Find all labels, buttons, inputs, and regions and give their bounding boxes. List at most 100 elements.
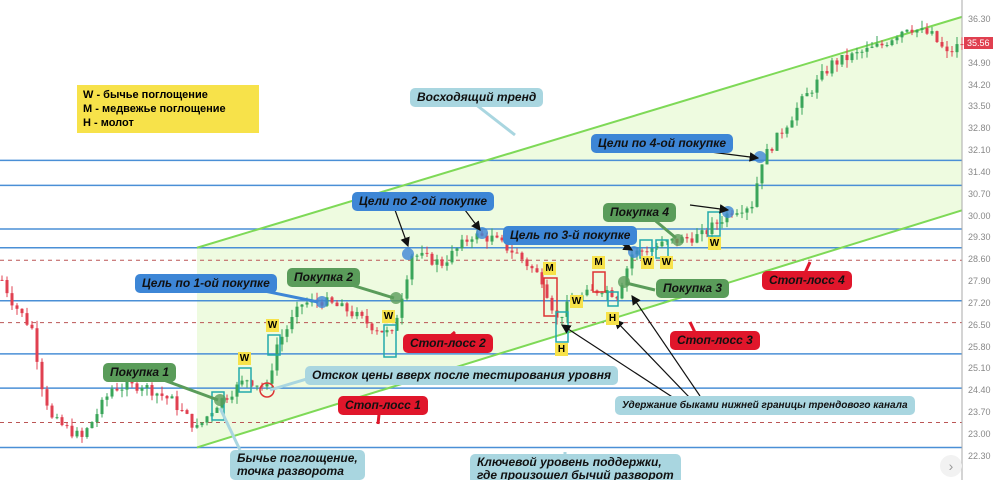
hold-label: Удержание быками нижней границы трендово… [615,396,915,415]
candle-body [520,252,524,260]
candle-body [275,344,279,371]
candle-body [305,302,309,305]
candle-body [685,236,689,239]
candle-body [915,29,919,33]
candle-body [135,383,139,391]
candle-body [720,222,724,224]
candle-body [505,240,509,251]
buy4-label: Покупка 4 [603,203,677,222]
candle-body [935,31,939,43]
legend-item: W - бычье поглощение [83,89,208,101]
reversal-label: Бычье поглощение,точка разворота [230,450,365,480]
candle-body [95,414,99,422]
candle-body [615,296,619,299]
candle-body [790,120,794,128]
candle-body [490,235,494,242]
candle-body [120,389,124,391]
y-tick-label: 23.70 [968,407,991,418]
candle-body [585,289,589,296]
candle-body [145,385,149,389]
candle-body [745,208,749,213]
marker-w: W [382,310,395,323]
candle-body [35,328,39,362]
candle-body [225,398,229,400]
candle-body [655,246,659,249]
y-tick-label: 31.40 [968,166,991,177]
candle-body [150,385,154,396]
candle-body [550,297,554,311]
target2-label: Цели по 2-ой покупке [352,192,495,211]
stop4-label: Стоп-лосс 4 [762,271,852,290]
candle-body [660,241,664,247]
arrow [394,209,410,248]
candle-body [645,251,649,253]
candle-body [620,285,624,299]
candle-body [330,297,334,303]
candle-body [640,250,644,252]
y-tick-label: 34.90 [968,57,991,68]
stop1-label: Стоп-лосс 1 [338,396,428,415]
stop2-label: Стоп-лосс 2 [403,334,493,353]
candle-body [525,259,529,267]
candle-body [800,96,804,108]
candle-body [845,55,849,61]
candle-body [170,396,174,399]
candle-body [700,230,704,235]
legend-item: M - медвежье поглощение [83,103,226,115]
candle-body [515,252,519,254]
buy1-label: Покупка 1 [103,363,177,382]
candle-body [565,301,569,317]
signal-circle [476,227,488,239]
candle-body [110,388,114,397]
callout-line [625,281,656,292]
candle-body [215,407,219,413]
candle-body [75,430,79,437]
candle-body [105,396,109,400]
candle-body [45,389,49,406]
y-tick-label: 28.60 [968,254,991,265]
buy3-label: Покупка 3 [656,279,730,298]
candle-body [60,417,64,426]
candle-body [775,132,779,151]
pattern-box [543,277,558,317]
callout-line [269,376,311,392]
candle-body [30,324,34,329]
candle-body [780,132,784,134]
support-line2: где произошел бычий разворот [477,468,674,480]
candle-body [235,384,239,397]
y-tick-label: 32.80 [968,123,991,134]
y-tick-label: 27.20 [968,297,991,308]
candle-body [125,381,129,390]
candle-body [55,417,59,419]
candle-body [265,383,269,387]
candle-body [865,47,869,52]
candle-body [365,315,369,324]
scroll-right-button[interactable]: › [940,455,962,477]
candle-body [485,235,489,242]
candle-body [460,239,464,249]
candle-body [175,396,179,411]
marker-w: W [238,352,251,365]
pattern-box [383,324,397,358]
signal-circle [722,206,734,218]
candle-body [695,234,699,243]
candle-body [500,237,504,241]
candle-body [855,52,859,54]
pattern-box [607,291,619,307]
candle-body [690,238,694,243]
candle-body [405,279,409,299]
candle-body [465,239,469,242]
channel-upper-line [196,15,963,249]
pattern-box [267,334,281,356]
candle-body [445,262,449,266]
candle-body [280,336,284,345]
candle-body [345,303,349,312]
candle-body [600,293,604,295]
candle-body [200,422,204,426]
signal-circle [754,151,766,163]
candle-body [270,370,274,384]
candle-body [285,329,289,337]
candle-body [535,268,539,273]
candle-body [670,238,674,241]
